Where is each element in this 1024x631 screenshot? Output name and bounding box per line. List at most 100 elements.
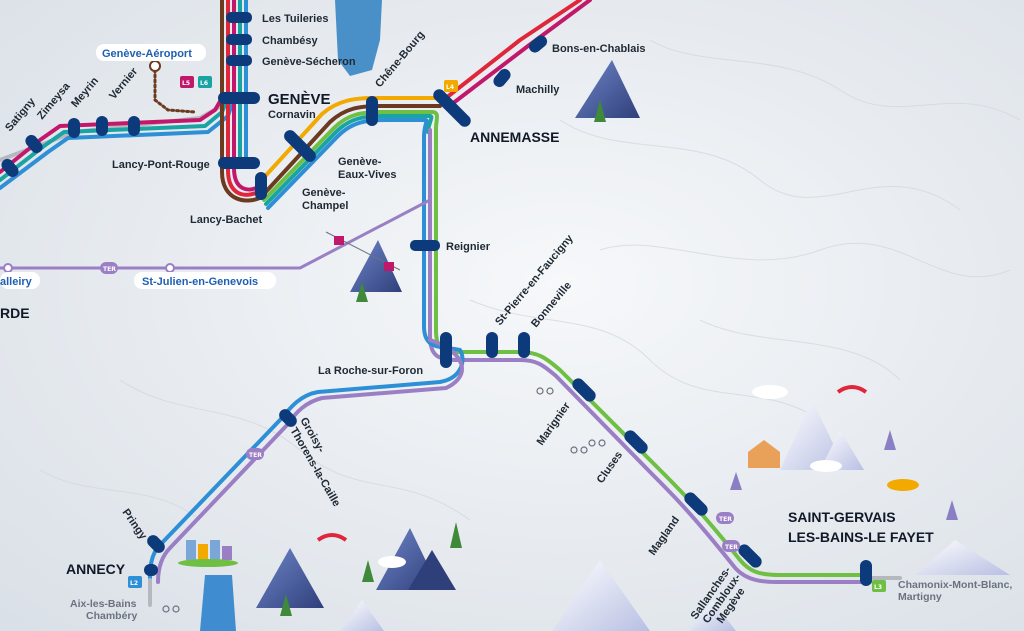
station-marker[interactable] — [218, 92, 260, 104]
airport-label-pill — [96, 44, 206, 61]
station-marker[interactable] — [96, 116, 108, 136]
station-marker[interactable] — [282, 128, 319, 165]
cloud-icon — [810, 460, 842, 472]
lake-geneva-icon — [335, 0, 382, 76]
station-marker[interactable] — [145, 533, 168, 556]
paraglider-icon — [316, 533, 348, 542]
badge-ter-text: TER — [719, 516, 732, 523]
badge-l2 — [128, 576, 142, 588]
station-marker[interactable] — [226, 55, 252, 66]
station-marker[interactable] — [255, 172, 267, 200]
tree-icon — [280, 594, 292, 616]
tree-icon — [356, 282, 368, 302]
station-marker[interactable] — [622, 428, 650, 456]
station-marker[interactable] — [0, 156, 21, 179]
label-annemasse: ANNEMASSE — [470, 129, 559, 145]
badge-l3-text: L3 — [874, 584, 882, 591]
line-badges: L5 L6 L4 L2 L3 TER TER TER TER — [100, 76, 886, 592]
label-reignier: Reignier — [446, 241, 491, 253]
cloud-icon — [378, 556, 406, 568]
label-chamonix-2: Martigny — [898, 591, 942, 603]
badge-l4 — [444, 80, 458, 92]
tree-icon — [450, 522, 462, 548]
tree-icon — [730, 472, 742, 490]
label-geneve-aeroport: Genève-Aéroport — [102, 48, 192, 60]
station-markers — [0, 12, 872, 586]
station-marker[interactable] — [218, 157, 260, 169]
mountain-icon — [340, 600, 384, 631]
station-dot[interactable] — [149, 60, 161, 72]
badge-l4-text: L4 — [446, 84, 454, 91]
badge-l3 — [872, 580, 886, 592]
station-dot[interactable] — [3, 263, 13, 273]
relief-texture — [39, 39, 1021, 521]
station-marker[interactable] — [68, 118, 80, 138]
label-cornavin: Cornavin — [268, 109, 316, 121]
label-annecy: ANNECY — [66, 561, 126, 577]
cloud-icon — [752, 385, 788, 399]
paraglider-icon — [836, 385, 868, 394]
tree-icon — [594, 100, 606, 122]
station-marker[interactable] — [410, 240, 440, 251]
label-la-roche: La Roche-sur-Foron — [318, 365, 423, 377]
line-teal-ceva — [264, 114, 434, 206]
label-chamonix-1: Chamonix-Mont-Blanc, — [898, 579, 1012, 591]
station-marker[interactable] — [518, 332, 530, 358]
station-marker[interactable] — [570, 376, 598, 404]
line-red-east — [444, 0, 582, 100]
station-marker[interactable] — [226, 34, 252, 45]
badge-ter — [246, 448, 264, 460]
mountain-icon — [575, 60, 640, 118]
pictograms — [162, 60, 1010, 631]
label-st-gervais-2: LES-BAINS-LE FAYET — [788, 529, 934, 545]
line-brown-ceva — [260, 104, 442, 198]
station-dot[interactable] — [165, 263, 175, 273]
station-marker[interactable] — [736, 542, 764, 570]
label-champel-1: Genève- — [302, 187, 346, 199]
mountain-icon — [256, 548, 324, 608]
station-marker[interactable] — [682, 490, 710, 518]
tree-icon — [946, 500, 958, 520]
label-valleiry: alleiry — [0, 276, 33, 288]
mountain-icon — [915, 540, 1010, 575]
station-marker[interactable] — [431, 87, 473, 129]
station-marker[interactable] — [226, 12, 252, 23]
line-magenta-east — [450, 0, 592, 106]
station-marker[interactable] — [366, 96, 378, 126]
mountain-icon — [552, 560, 650, 631]
line-blue-ceva — [266, 118, 429, 210]
label-chambesy: Chambésy — [262, 35, 319, 47]
station-marker[interactable] — [491, 66, 513, 89]
station-marker[interactable] — [860, 560, 872, 586]
hot-spring-icon — [887, 479, 919, 491]
label-champel-2: Champel — [302, 200, 348, 212]
badge-l5 — [180, 76, 194, 88]
station-marker[interactable] — [277, 407, 300, 430]
lake-annecy-icon — [200, 575, 236, 631]
label-machilly: Machilly — [516, 84, 560, 96]
badge-l6-text: L6 — [200, 80, 208, 87]
label-geneve: GENÈVE — [268, 91, 331, 108]
station-marker[interactable] — [144, 564, 158, 576]
station-marker[interactable] — [128, 116, 140, 136]
tree-icon — [884, 430, 896, 450]
station-marker[interactable] — [23, 132, 45, 155]
badge-ter — [722, 540, 740, 552]
label-st-gervais-1: SAINT-GERVAIS — [788, 509, 896, 525]
mountain-icon — [350, 240, 402, 292]
badge-l6 — [198, 76, 212, 88]
line-purple-annecy — [156, 338, 464, 584]
badge-ter-text: TER — [103, 266, 116, 273]
label-geneve-secheron: Genève-Sécheron — [262, 56, 356, 68]
label-la-plaine: RDE — [0, 305, 30, 321]
label-lancy-pont-rouge: Lancy-Pont-Rouge — [112, 159, 210, 171]
station-marker[interactable] — [486, 332, 498, 358]
station-marker[interactable] — [440, 332, 452, 368]
label-lancy-bachet: Lancy-Bachet — [190, 214, 262, 226]
badge-ter — [716, 512, 734, 524]
mountain-icon — [820, 430, 864, 470]
station-marker[interactable] — [526, 33, 549, 55]
valleiry-label-pill — [0, 272, 40, 289]
